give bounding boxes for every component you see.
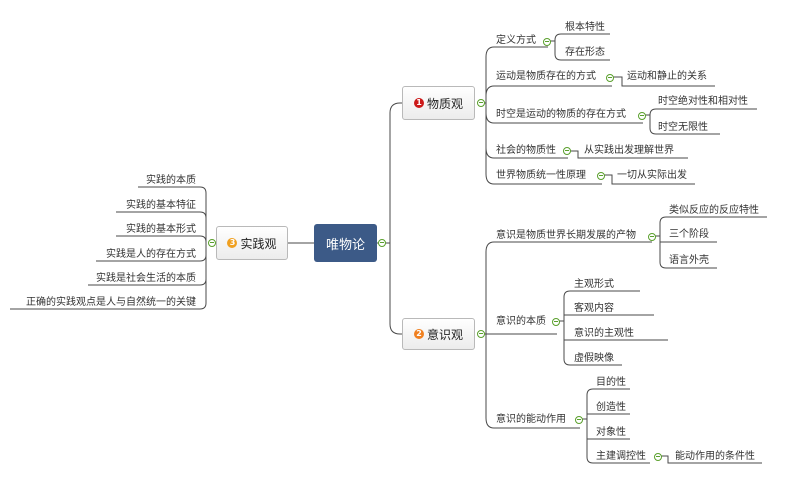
consciousness-agency-item[interactable]: 对象性 — [596, 427, 626, 438]
matter-spacetime-item[interactable]: 时空无限性 — [658, 122, 708, 133]
consciousness-agency-item[interactable]: 目的性 — [596, 377, 626, 388]
practice-item[interactable]: 正确的实践观点是人与自然统一的关键 — [26, 297, 196, 308]
connector-line — [485, 241, 652, 334]
topic-consciousness[interactable]: 2 意识观 — [402, 318, 475, 350]
connector-line — [604, 174, 695, 185]
root-topic[interactable]: 唯物论 — [314, 224, 377, 262]
practice-item[interactable]: 实践的基本形式 — [126, 224, 196, 235]
practice-item[interactable]: 实践的本质 — [146, 175, 196, 186]
connector-line — [563, 321, 622, 366]
collapse-toggle-essence[interactable] — [552, 318, 560, 326]
priority-1-icon: 1 — [413, 98, 424, 108]
collapse-toggle-root[interactable] — [378, 239, 386, 247]
collapse-toggle-control[interactable] — [654, 453, 662, 461]
collapse-toggle-consciousness[interactable] — [477, 330, 485, 338]
collapse-toggle-product[interactable] — [648, 233, 656, 241]
connector-line — [649, 115, 720, 135]
topic-consciousness-label: 意识观 — [426, 327, 463, 342]
collapse-toggle-unity[interactable] — [597, 172, 605, 180]
consciousness-essence-item[interactable]: 意识的主观性 — [574, 328, 634, 339]
collapse-toggle-matter[interactable] — [477, 99, 485, 107]
matter-definition-item[interactable]: 存在形态 — [565, 47, 605, 58]
matter-definition-item[interactable]: 根本特性 — [565, 22, 605, 33]
connector-line — [612, 76, 715, 87]
connector-line — [586, 388, 630, 419]
connector-line — [659, 216, 767, 236]
collapse-toggle-spacetime[interactable] — [638, 112, 646, 120]
practice-item[interactable]: 实践的基本特征 — [126, 200, 196, 211]
consciousness-product[interactable]: 意识是物质世界长期发展的产物 — [496, 230, 636, 241]
matter-spacetime-item[interactable]: 时空绝对性和相对性 — [658, 96, 748, 107]
matter-definition[interactable]: 定义方式 — [496, 35, 536, 46]
connector-line — [389, 102, 402, 243]
topic-matter-label: 物质观 — [426, 96, 463, 111]
matter-motion-item[interactable]: 运动和静止的关系 — [627, 71, 707, 82]
consciousness-agency[interactable]: 意识的能动作用 — [496, 414, 566, 425]
matter-social-item[interactable]: 从实践出发理解世界 — [584, 145, 674, 156]
matter-unity-item[interactable]: 一切从实际出发 — [617, 170, 687, 181]
priority-3-icon: 3 — [227, 238, 238, 248]
connector-line — [485, 103, 602, 185]
consciousness-agency-control[interactable]: 主建调控性 — [596, 451, 646, 462]
connector-line — [554, 41, 610, 61]
practice-item[interactable]: 实践是人的存在方式 — [106, 249, 196, 260]
matter-social[interactable]: 社会的物质性 — [496, 145, 556, 156]
collapse-toggle-definition[interactable] — [543, 38, 551, 46]
connector-line — [138, 186, 207, 243]
connector-line — [485, 46, 548, 103]
connector-line — [554, 33, 610, 41]
consciousness-essence-item[interactable]: 虚假映像 — [574, 353, 614, 364]
connector-line — [389, 243, 402, 335]
connector-line — [660, 455, 762, 464]
topic-matter[interactable]: 1 物质观 — [402, 86, 475, 120]
connector-line — [116, 235, 207, 243]
consciousness-product-item[interactable]: 语言外壳 — [669, 255, 709, 266]
connector-line — [563, 290, 640, 321]
connector-line — [586, 413, 630, 419]
consciousness-essence[interactable]: 意识的本质 — [496, 316, 546, 327]
priority-2-icon: 2 — [413, 329, 424, 339]
matter-motion[interactable]: 运动是物质存在的方式 — [496, 71, 596, 82]
collapse-toggle-motion[interactable] — [606, 74, 614, 82]
connector-line — [10, 243, 207, 310]
consciousness-product-item[interactable]: 三个阶段 — [669, 229, 709, 240]
consciousness-essence-item[interactable]: 客观内容 — [574, 303, 614, 314]
connector-line — [116, 211, 207, 243]
connector-line — [570, 150, 688, 159]
connector-line — [649, 108, 757, 116]
connector-line — [563, 314, 654, 321]
topic-practice-label: 实践观 — [240, 236, 277, 251]
collapse-toggle-social[interactable] — [563, 147, 571, 155]
connector-line — [659, 236, 717, 269]
consciousness-essence-item[interactable]: 主观形式 — [574, 279, 614, 290]
topic-practice[interactable]: 3 实践观 — [216, 226, 288, 260]
practice-item[interactable]: 实践是社会生活的本质 — [96, 273, 196, 284]
connector-line — [485, 85, 612, 103]
collapse-toggle-agency[interactable] — [575, 416, 583, 424]
collapse-toggle-practice[interactable] — [208, 239, 216, 247]
connector-line — [485, 334, 580, 429]
connector-line — [586, 419, 650, 464]
consciousness-agency-item[interactable]: 创造性 — [596, 402, 626, 413]
matter-unity[interactable]: 世界物质统一性原理 — [496, 170, 586, 181]
consciousness-product-item[interactable]: 类似反应的反应特性 — [669, 205, 759, 216]
matter-spacetime[interactable]: 时空是运动的物质的存在方式 — [496, 109, 626, 120]
consciousness-agency-control-item[interactable]: 能动作用的条件性 — [675, 451, 755, 462]
